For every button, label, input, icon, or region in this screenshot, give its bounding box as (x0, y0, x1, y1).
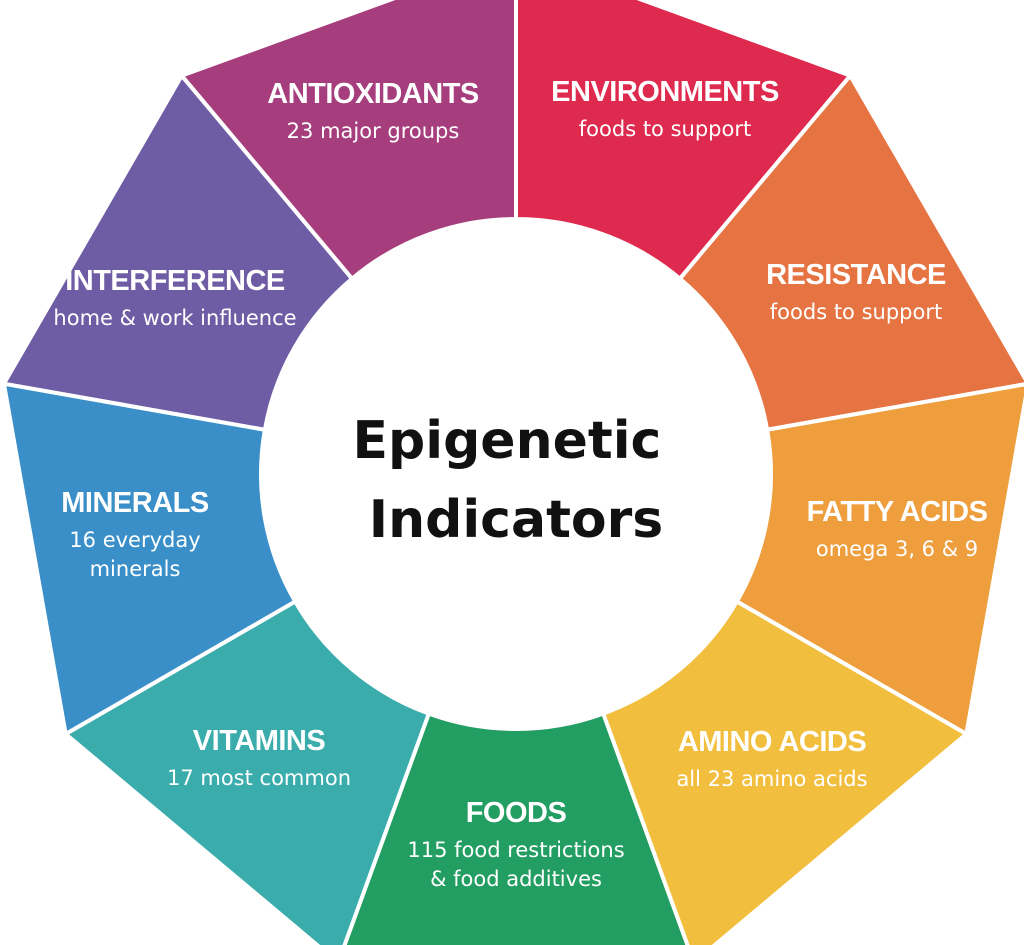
segment-title: MINERALS (61, 487, 209, 519)
segment-title: ENVIRONMENTS (551, 76, 779, 108)
segment-title: VITAMINS (193, 725, 326, 757)
segment-title: RESISTANCE (766, 259, 946, 291)
segment-subtitle: omega 3, 6 & 9 (816, 537, 978, 561)
segment-title: INTERFERENCE (65, 265, 285, 297)
segment-subtitle: & food additives (430, 867, 602, 891)
segment-title: AMINO ACIDS (678, 726, 867, 758)
segment-title: FOODS (466, 797, 567, 829)
segment-title: ANTIOXIDANTS (267, 78, 479, 110)
segment-subtitle: home & work influence (53, 306, 296, 330)
center-title: Epigenetic Indicators (353, 411, 680, 550)
center-title-line-2: Indicators (369, 490, 664, 550)
segment-subtitle: 16 everyday (69, 528, 200, 552)
center-title-line-1: Epigenetic (353, 411, 662, 471)
segment-subtitle: 23 major groups (287, 119, 460, 143)
segment-subtitle: foods to support (579, 117, 751, 141)
segment-subtitle: all 23 amino acids (676, 767, 867, 791)
segment-subtitle: 17 most common (167, 766, 351, 790)
segment-subtitle: foods to support (770, 300, 942, 324)
center-circle (261, 219, 771, 729)
segment-title: FATTY ACIDS (807, 496, 988, 528)
segment-subtitle: minerals (90, 557, 181, 581)
segment-subtitle: 115 food restrictions (407, 838, 624, 862)
